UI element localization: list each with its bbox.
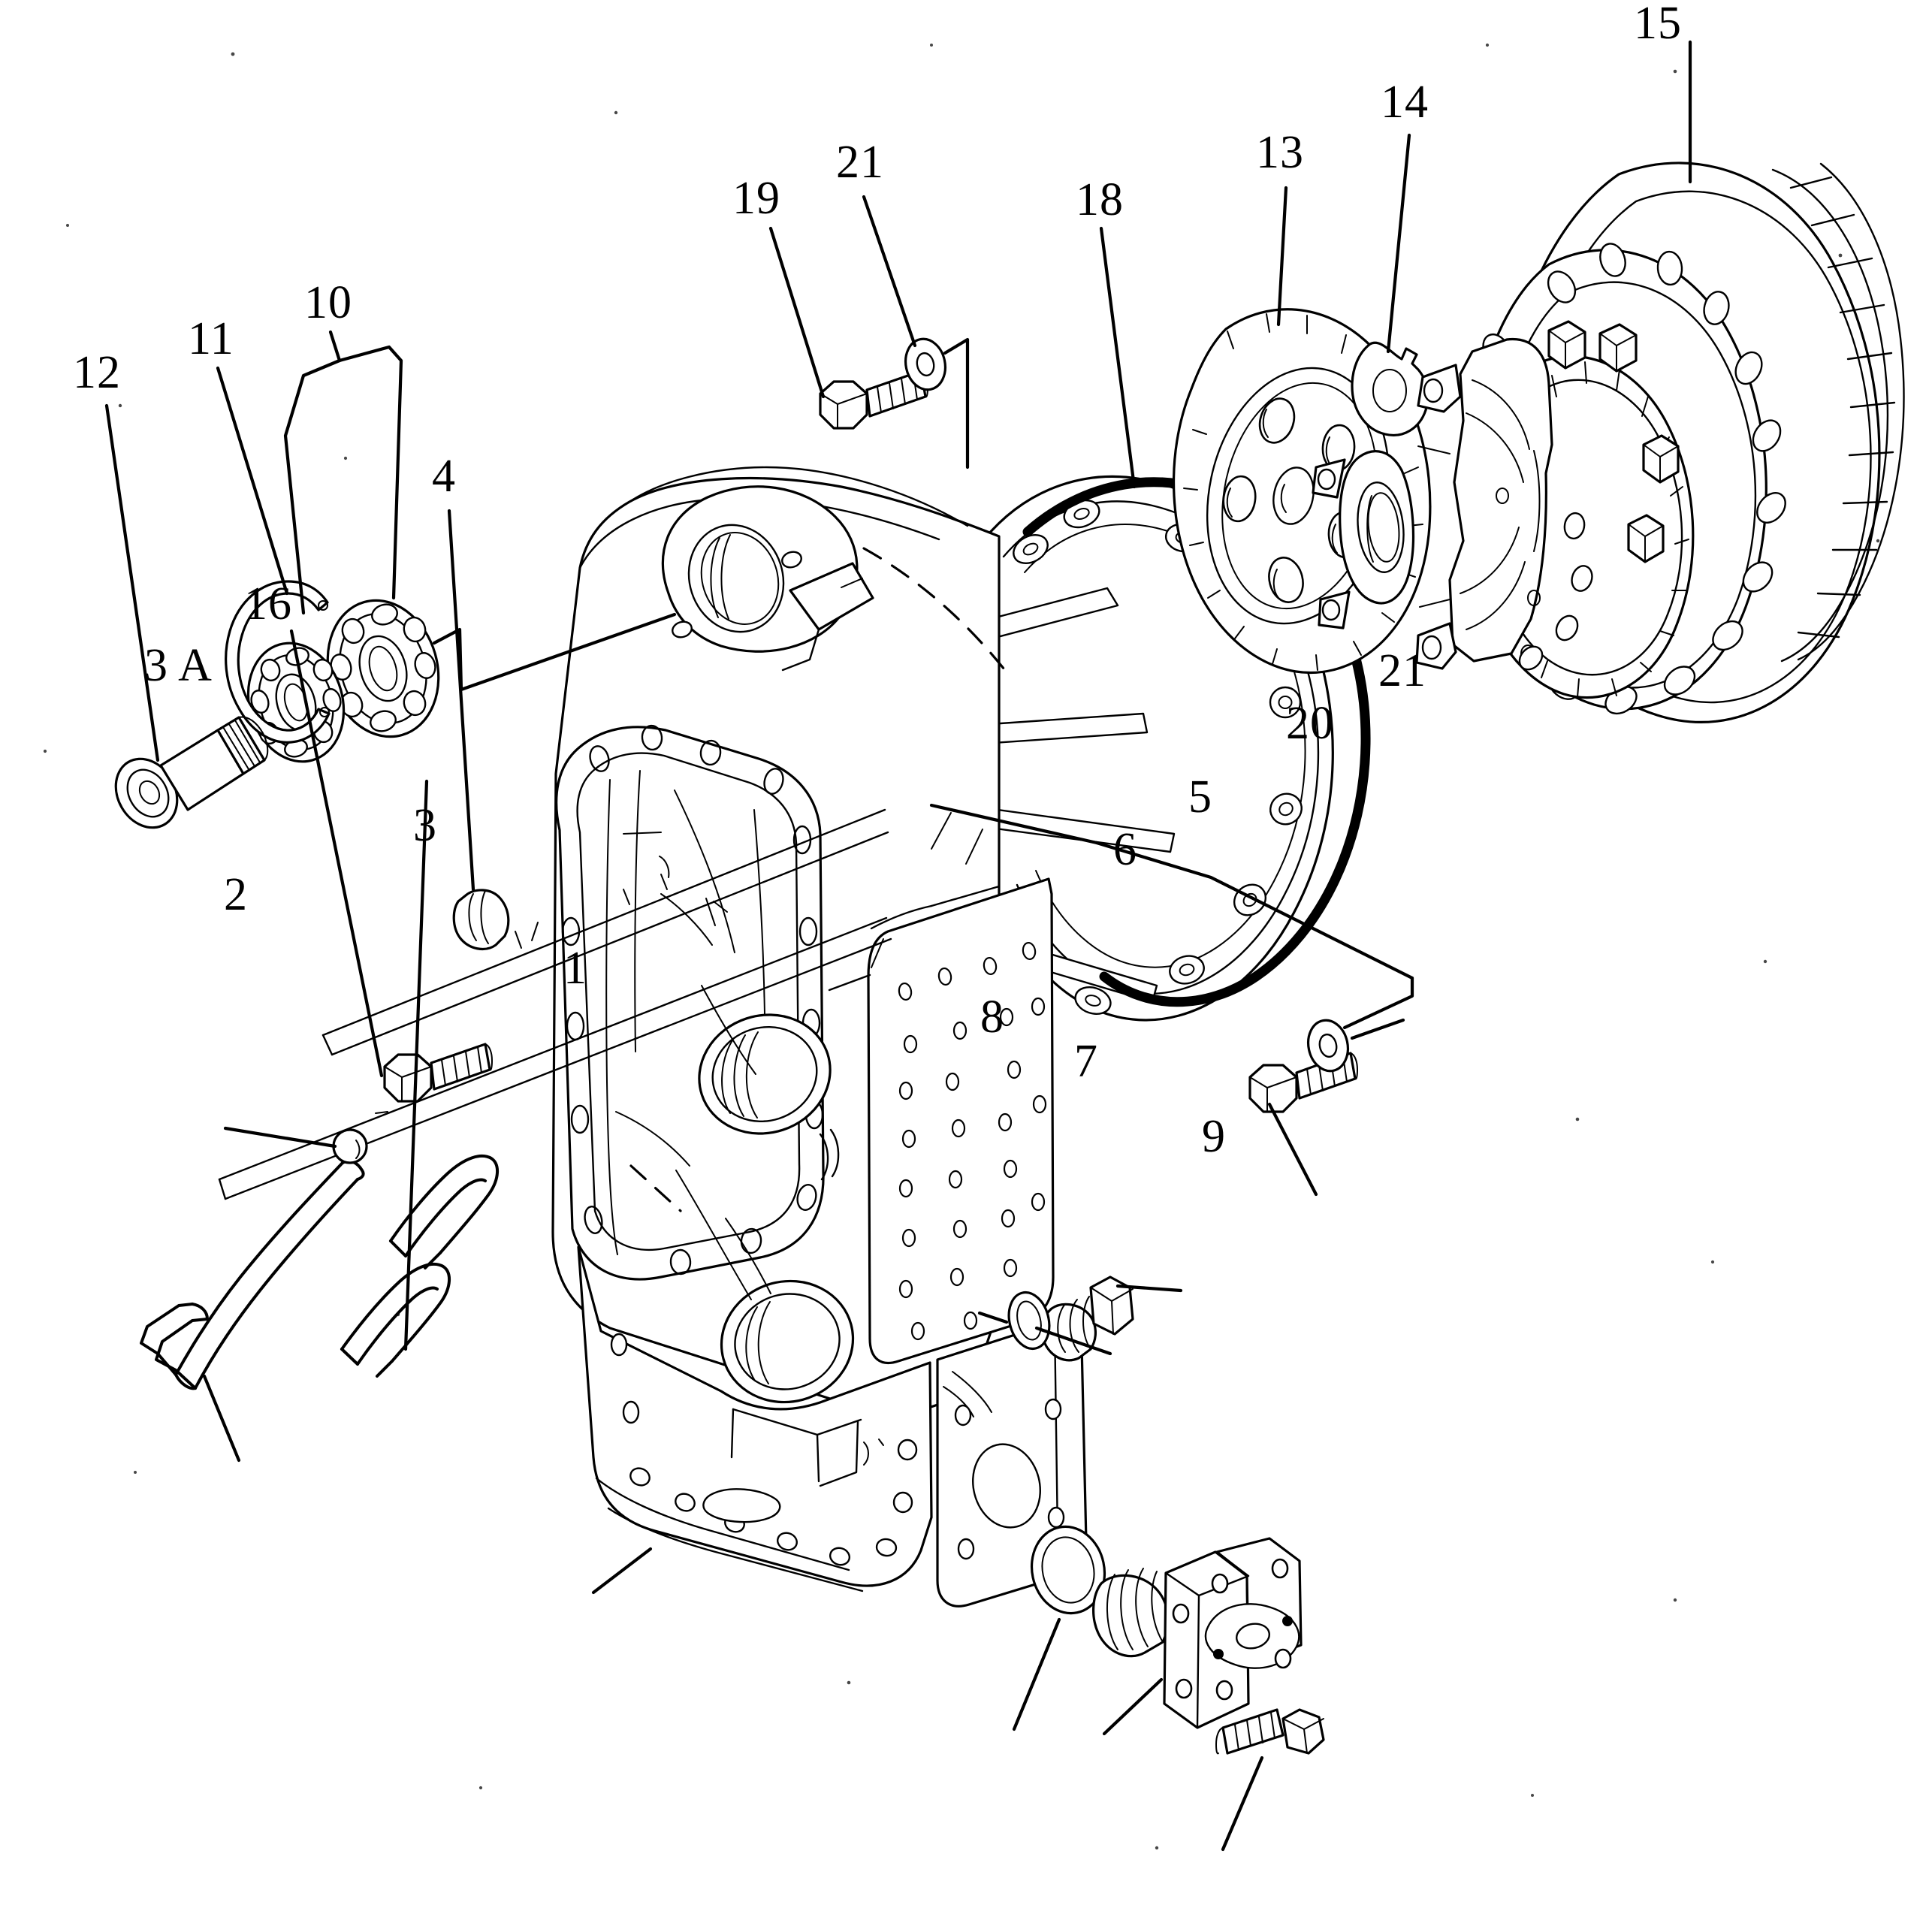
callout-2: 2 [224, 869, 248, 920]
bracket-clip-part3 [340, 1154, 499, 1378]
flange-fitting-part7 [1092, 1537, 1303, 1729]
hub-inner-bolt-ring [1518, 512, 1593, 671]
callout-1: 1 [563, 943, 587, 994]
callout-7: 7 [1074, 1036, 1098, 1087]
callout-4: 4 [432, 451, 456, 502]
callout-8: 8 [980, 992, 1004, 1043]
callout-5: 5 [1188, 771, 1212, 823]
callout-13: 13 [1256, 127, 1304, 178]
housing-assembly-axis-lines [218, 808, 892, 1200]
callout-14: 14 [1381, 77, 1429, 128]
plug-fitting-part5 [1040, 1275, 1134, 1362]
bolt-part16 [383, 1043, 493, 1103]
housing-lower-pan [577, 1245, 933, 1592]
snap-ring-part14 [1351, 341, 1429, 436]
housing-front-bores [698, 1013, 855, 1404]
housing-internal-ribs [605, 770, 771, 1300]
callout-18: 18 [1076, 174, 1124, 225]
bolt-part19 [819, 370, 928, 430]
callout-15: 15 [1634, 0, 1682, 49]
hub-hex-nuts [1547, 320, 1680, 563]
dowel-pin-part4 [452, 889, 510, 951]
washer-part21-upper [904, 337, 946, 391]
upper-bearing-boss [661, 485, 874, 672]
callout-10: 10 [304, 277, 352, 328]
o-ring-flange-part8 [1030, 1525, 1106, 1615]
callout-20: 20 [1286, 698, 1334, 749]
front-mounting-flange [555, 724, 825, 1281]
callout-16: 16 [244, 578, 292, 629]
o-ring-large-part18 [1022, 477, 1371, 1007]
callout-9: 9 [1202, 1111, 1226, 1162]
callout-21-upper: 21 [836, 137, 884, 188]
callout-12: 12 [73, 347, 121, 398]
splined-pin-part12 [114, 716, 269, 829]
callout-3: 3 [413, 800, 437, 851]
washer-part21-lower [1307, 1019, 1349, 1073]
o-ring-small-part6 [1007, 1291, 1051, 1351]
main-housing-case [218, 466, 1334, 1608]
valve-plate-face [867, 877, 1055, 1365]
hub-centre-cover [1312, 337, 1553, 670]
bolt-part9 [1215, 1708, 1325, 1755]
callout-19: 19 [732, 173, 780, 224]
callout-6: 6 [1113, 824, 1137, 875]
callout-11: 11 [188, 313, 234, 364]
callout-3a: 3 A [144, 640, 213, 691]
scan-speckles [43, 43, 1880, 1850]
callout-21-lower: 21 [1378, 645, 1426, 696]
ball-bearing-outer-part10 [326, 599, 440, 738]
snap-ring-part11 [225, 580, 331, 744]
callout-leader-lines [104, 40, 1692, 1852]
final-drive-hub-part15 [1312, 162, 1905, 723]
clip-pin-hole-part3a [332, 1128, 368, 1164]
